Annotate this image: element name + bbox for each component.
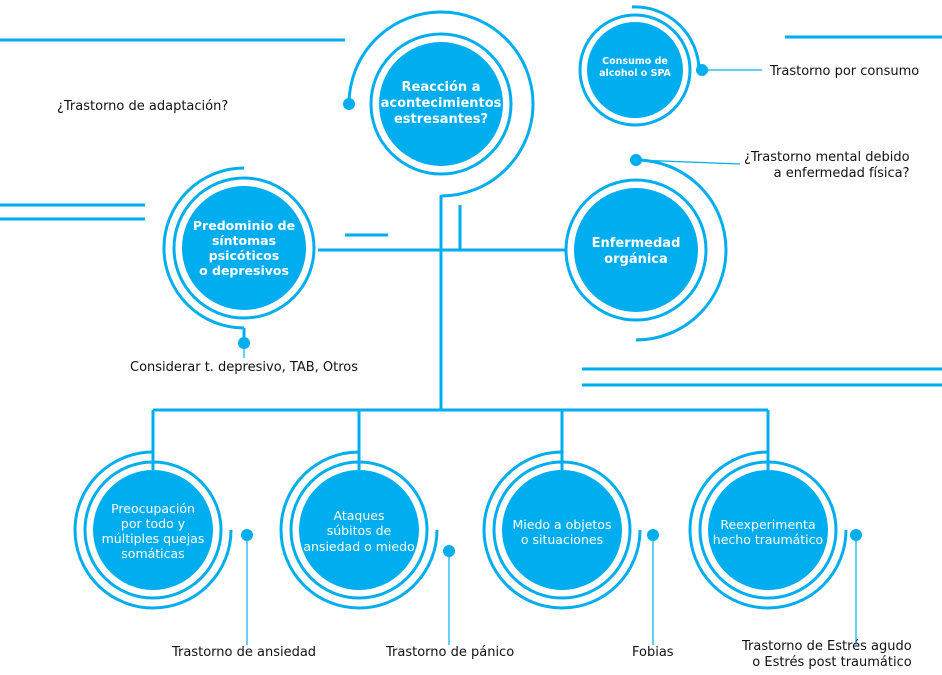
- label-consumption: Trastorno por consumo: [770, 64, 920, 79]
- label-adaptation: ¿Trastorno de adaptación?: [57, 99, 229, 114]
- label-panic: Trastorno de pánico: [386, 645, 515, 660]
- alcohol-node-dot: [696, 64, 708, 76]
- fear-node-ring: [492, 460, 632, 600]
- psychotic-node: [182, 186, 306, 310]
- worry-node: [93, 470, 213, 590]
- attacks-node: [299, 470, 419, 590]
- reexp-node-dot: [850, 529, 862, 541]
- organic-node-arc: [635, 158, 728, 342]
- fear-node: [502, 470, 622, 590]
- worry-node-dot: [241, 529, 253, 541]
- alcohol-node: [587, 22, 683, 118]
- pointer-line: [635, 159, 741, 165]
- alcohol-node-arc: [631, 5, 701, 72]
- center-node-arc: [347, 10, 535, 198]
- reexp-node: [708, 470, 828, 590]
- worry-node-ring: [83, 460, 223, 600]
- worry-node-arc: [73, 450, 233, 610]
- alcohol-node-ring: [578, 13, 692, 127]
- center-node: [379, 42, 503, 166]
- label-anxiety: Trastorno de ansiedad: [172, 645, 317, 660]
- reexp-node-ring: [698, 460, 838, 600]
- psychotic-node-arc: [162, 166, 245, 330]
- attacks-node-arc: [279, 450, 439, 610]
- center-node-dot: [343, 98, 355, 110]
- label-consider: Considerar t. depresivo, TAB, Otros: [130, 360, 359, 375]
- fear-node-arc: [482, 450, 642, 610]
- fear-node-dot: [647, 529, 659, 541]
- psychotic-node-ring: [172, 176, 316, 320]
- organic-node-ring: [564, 178, 708, 322]
- reexp-node-arc: [688, 450, 848, 610]
- organic-node-dot: [630, 154, 642, 166]
- attacks-node-dot: [443, 545, 455, 557]
- attacks-node-ring: [289, 460, 429, 600]
- organic-node: [574, 188, 698, 312]
- label-phobias: Fobias: [632, 645, 674, 660]
- center-node-ring: [369, 32, 513, 176]
- psychotic-node-dot: [238, 337, 250, 349]
